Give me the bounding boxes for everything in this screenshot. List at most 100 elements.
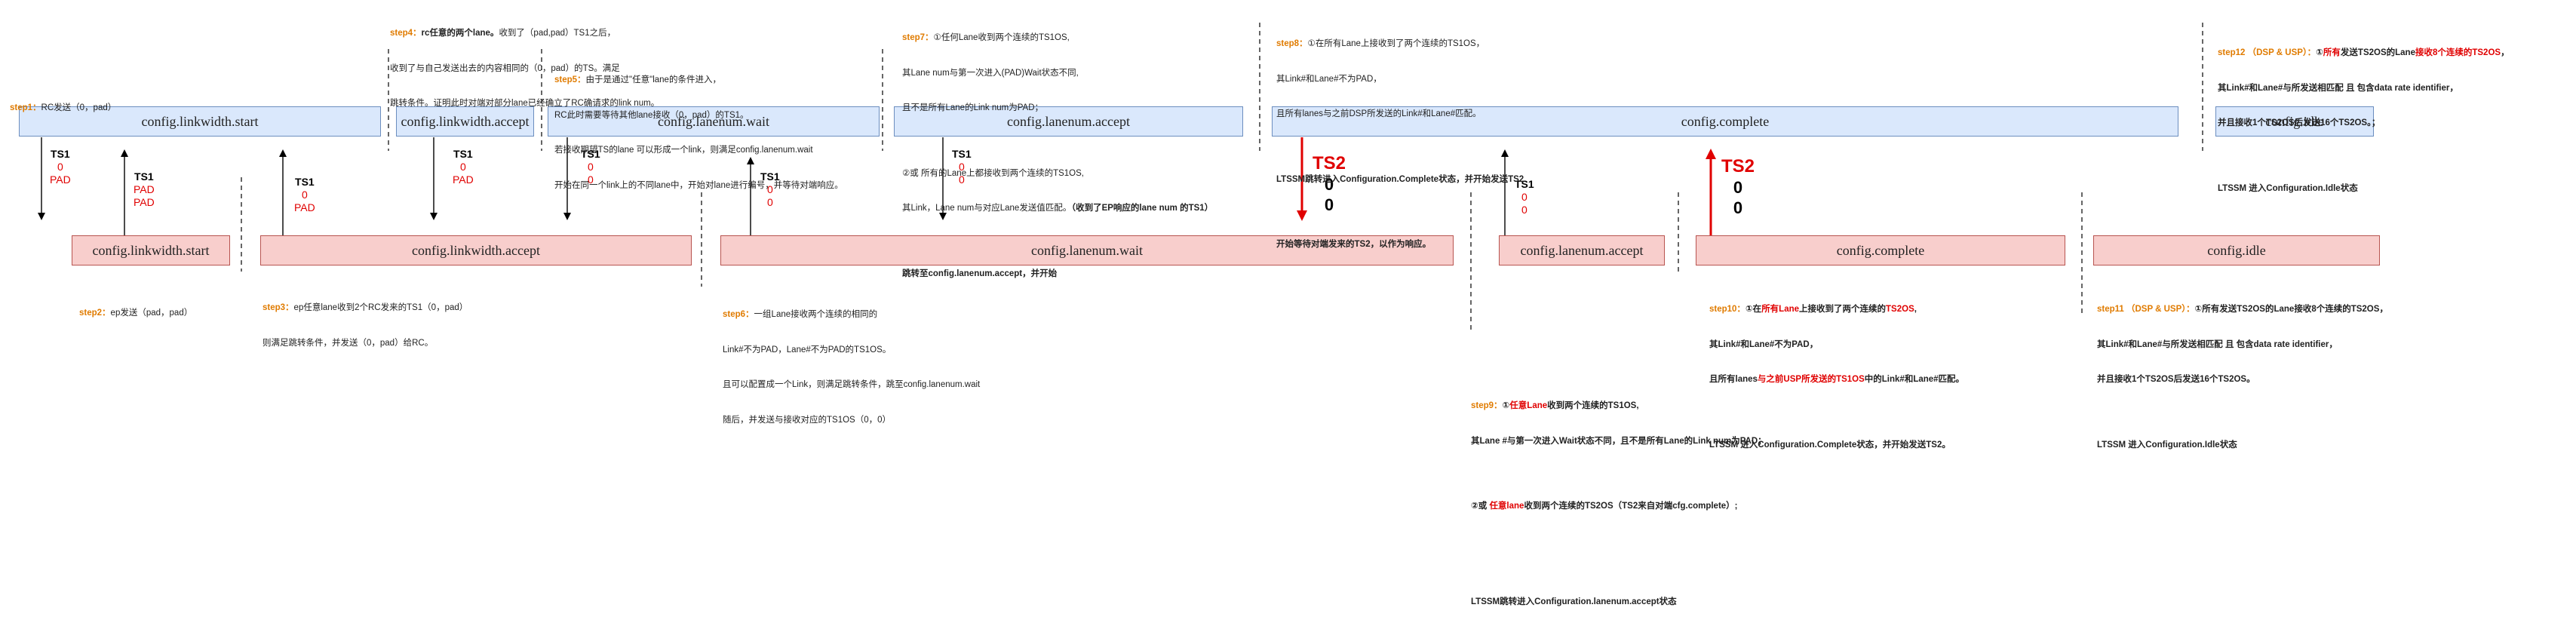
note-step12: step12 （DSP & USP）：①所有发送TS2OS的Lane接收8个连续… — [2218, 24, 2510, 207]
step-label: step11 （DSP & USP）： — [2097, 305, 2195, 314]
ts1-label-8: TS1 0 0 — [1515, 178, 1534, 216]
step-text-bold: LTSSM 进入Configuration.Idle状态 — [2097, 440, 2237, 450]
step-label: step4： — [390, 29, 422, 38]
step-text: RC此时需要等待其他lane接收（0，pad）的TS1。 — [554, 110, 749, 120]
step-text: Link#不为PAD，Lane#不为PAD的TS1OS。 — [723, 345, 892, 355]
step-text-bold: 其Lane #与第一次进入Wait状态不同，且不是所有Lane的Link num… — [1471, 436, 1767, 446]
step-text-bold: ① — [1502, 401, 1510, 410]
step-text: 开始在同一个link上的不同lane中，开始对lane进行编号，并等待对端响应。 — [554, 180, 843, 190]
step-text: 若接收期望TS的lane 可以形成一个link，则满足config.lanenu… — [554, 146, 813, 155]
ts-label-lane: 0 — [587, 173, 594, 186]
step-text-highlight: 接收8个连续的TS2OS — [2415, 48, 2501, 57]
ts2-label-2: TS2 0 0 — [1721, 156, 1755, 218]
ts-label-head: TS1 — [51, 148, 70, 160]
step-text-bold: 发送TS2OS的Lane — [2340, 48, 2415, 57]
state-box-config-linkwidth-start-rc[interactable]: config.linkwidth.start — [19, 106, 381, 137]
ts-label-link: 0 — [459, 161, 466, 173]
step-text: 随后，并发送与接收对应的TS1OS（0，0） — [723, 415, 891, 425]
step-text-bold: 其Link#和Lane#与所发送相匹配 且 包含data rate identi… — [2097, 339, 2338, 349]
step-label: step9： — [1471, 401, 1503, 410]
ts-label-link: 0 — [766, 183, 773, 195]
ts-label-lane: 0 — [1521, 204, 1527, 216]
step-text-bold: LTSSM跳转进入Configuration.lanenum.accept状态 — [1471, 597, 1677, 606]
note-step2: step2：ep发送（pad，pad） — [79, 284, 192, 331]
ts-label-lane: 0 — [1324, 195, 1334, 214]
step-label: step2： — [79, 308, 111, 318]
step-text: ②或 所有的Lane上都接收到两个连续的TS1OS, — [902, 168, 1084, 178]
ts-label-head: TS1 — [581, 148, 600, 160]
step-text-highlight: 与之前USP所发送的TS1OS — [1757, 375, 1865, 384]
ts-label-link: PAD — [134, 183, 155, 195]
state-box-config-linkwidth-accept-rc[interactable]: config.linkwidth.accept — [396, 106, 534, 137]
ts1-label-5: TS1 0 0 — [581, 148, 600, 186]
step-text-highlight: 所有Lane — [1761, 305, 1800, 314]
ts-label-link: 0 — [57, 161, 63, 173]
ts-label-head: TS1 — [453, 148, 473, 160]
step-text-highlight: 任意Lane — [1509, 401, 1548, 410]
state-box-config-lanenum-accept-rc[interactable]: config.lanenum.accept — [894, 106, 1243, 137]
step-text: 由于是通过"任意"lane的条件进入， — [585, 75, 721, 84]
state-box-config-lanenum-wait-ep[interactable]: config.lanenum.wait — [720, 235, 1454, 265]
ts-label-head: TS1 — [134, 170, 154, 183]
ts-label-link: 0 — [1733, 178, 1743, 197]
ts-label-lane: 0 — [958, 173, 965, 186]
note-step1: step1：RC发送（0，pad） — [10, 79, 116, 126]
ts1-label-3: TS1 0 PAD — [294, 176, 315, 214]
state-box-config-linkwidth-start-ep[interactable]: config.linkwidth.start — [72, 235, 230, 265]
step-text-bold: （收到了EP响应的lane num 的TS1） — [1071, 204, 1214, 213]
note-step4: step4：rc任意的两个lane。收到了（pad,pad）TS1之后， 收到了… — [390, 5, 659, 121]
ts-label-head: TS1 — [760, 170, 780, 183]
note-step8: step8：①在所有Lane上接收到了两个连续的TS1OS， 其Link#和La… — [1276, 15, 1524, 262]
connector-layer — [38, 23, 2203, 332]
ts-label-lane: 0 — [766, 196, 773, 208]
state-box-config-complete-rc[interactable]: config.complete — [1272, 106, 2178, 137]
step-text-bold: 收到两个连续的TS1OS, — [1547, 401, 1639, 410]
step-text: 收到了与自己发送出去的内容相同的（0，pad）的TS。满足 — [390, 63, 620, 73]
ts1-label-6: TS1 0 0 — [760, 170, 780, 209]
dashed-separators — [241, 23, 2203, 332]
step-text-bold: ②或 — [1471, 502, 1490, 511]
step-text: RC发送（0，pad） — [41, 103, 117, 112]
note-step6: step6：一组Lane接收两个连续的相同的 Link#不为PAD，Lane#不… — [723, 286, 980, 438]
step-text: 一组Lane接收两个连续的相同的 — [754, 310, 878, 319]
step-text: ①任何Lane收到两个连续的TS1OS, — [933, 33, 1070, 42]
step-label: step10： — [1709, 305, 1745, 314]
ts-label-link: 0 — [1521, 191, 1527, 203]
ts-label-head: TS1 — [1515, 178, 1534, 190]
ts-label-lane: PAD — [134, 196, 155, 208]
step-text: 其Link#和Lane#不为PAD， — [1276, 74, 1382, 84]
step-text-bold: 中的Link#和Lane#匹配。 — [1864, 375, 1965, 384]
step-label: step7： — [902, 33, 934, 42]
step-text-bold: 开始等待对端发来的TS2，以作为响应。 — [1276, 240, 1432, 249]
state-box-config-idle-ep[interactable]: config.idle — [2093, 235, 2380, 265]
ts-label-lane: PAD — [50, 173, 71, 186]
step-label: step5： — [554, 75, 586, 84]
step-text-highlight: TS2OS — [1886, 305, 1914, 314]
state-box-config-idle-rc[interactable]: config.idle — [2215, 106, 2374, 137]
note-step10: step10：①在所有Lane上接收到了两个连续的TS2OS, 其Link#和L… — [1709, 281, 1964, 463]
ts-label-link: 0 — [587, 161, 594, 173]
step-text-bold: ① — [2316, 48, 2323, 57]
ts1-label-4: TS1 0 PAD — [453, 148, 474, 186]
step-label: step12 （DSP & USP）： — [2218, 48, 2317, 57]
step-text-bold: ， — [2501, 48, 2510, 57]
step-text-bold: 并且接收1个TS2OS后发送16个TS2OS。； — [2218, 118, 2381, 127]
ts-label-lane: PAD — [294, 201, 315, 213]
state-box-config-linkwidth-accept-ep[interactable]: config.linkwidth.accept — [260, 235, 692, 265]
step-text-highlight: 任意lane — [1489, 502, 1524, 511]
note-step7: step7：①任何Lane收到两个连续的TS1OS, 其Lane num与第一次… — [902, 9, 1213, 292]
state-box-config-lanenum-wait-rc[interactable]: config.lanenum.wait — [548, 106, 880, 137]
step-text-bold: 跳转至config.lanenum.accept，并开始 — [902, 269, 1058, 278]
state-box-config-lanenum-accept-ep[interactable]: config.lanenum.accept — [1499, 235, 1665, 265]
step-label: step1： — [10, 103, 41, 112]
note-step5: step5：由于是通过"任意"lane的条件进入， RC此时需要等待其他lane… — [554, 51, 843, 204]
step-text: ep任意lane收到2个RC发来的TS1（0，pad） — [293, 303, 468, 312]
state-box-config-complete-ep[interactable]: config.complete — [1696, 235, 2065, 265]
step-text-bold: 其Link#和Lane#不为PAD， — [1709, 339, 1819, 349]
step-text-bold: LTSSM跳转进入Configuration.Complete状态，并开始发送T… — [1276, 174, 1524, 184]
step-text: 其Link，Lane num与对应Lane发送值匹配。 — [902, 204, 1072, 213]
ts-label-head: TS2 — [1313, 153, 1346, 173]
step-text-bold: rc任意的两个lane。 — [421, 29, 499, 38]
step-text: ep发送（pad，pad） — [110, 308, 193, 318]
step-text-highlight: 所有 — [2323, 48, 2341, 57]
